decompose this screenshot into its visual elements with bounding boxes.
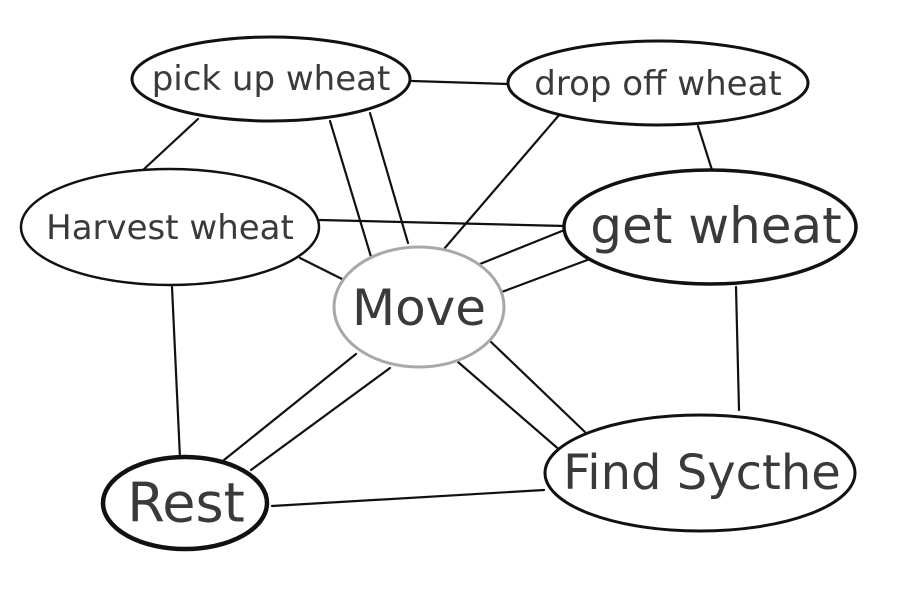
node-harvest-wheat[interactable]: Harvest wheat: [19, 167, 321, 287]
edge-harvest-getwheat: [318, 218, 567, 228]
node-find-sycthe[interactable]: Find Sycthe: [543, 413, 857, 533]
edge-move-findsycthe-a: [456, 360, 564, 454]
node-drop-off-wheat-shape: [506, 39, 810, 127]
edge-pickup-move-a: [328, 119, 374, 262]
edge-dropoff-move: [436, 112, 562, 258]
node-find-sycthe-shape: [543, 413, 857, 533]
node-pick-up-wheat-label: pick up wheat: [152, 59, 391, 99]
node-get-wheat-shape: [562, 168, 858, 286]
edge-getwheat-findsycthe: [734, 285, 741, 412]
edge-getwheat-move-b: [497, 257, 592, 295]
edge-rest-findsycthe: [270, 488, 546, 508]
edge-pickup-move-b: [368, 111, 410, 245]
node-drop-off-wheat[interactable]: drop off wheat: [506, 39, 810, 127]
node-rest-label: Rest: [127, 472, 245, 535]
nodes-layer: pick up wheat drop off wheat Harvest whe…: [19, 35, 858, 552]
node-pick-up-wheat[interactable]: pick up wheat: [130, 35, 412, 123]
node-rest[interactable]: Rest: [100, 454, 270, 552]
node-move-shape: [332, 245, 506, 369]
edge-getwheat-move-a: [478, 229, 564, 266]
node-get-wheat-label: get wheat: [590, 197, 842, 255]
node-rest-shape: [100, 454, 270, 552]
node-pick-up-wheat-shape: [130, 35, 412, 123]
node-move[interactable]: Move: [332, 245, 506, 369]
node-find-sycthe-label: Find Sycthe: [563, 445, 841, 501]
node-drop-off-wheat-label: drop off wheat: [534, 64, 781, 104]
edge-move-rest-b: [249, 366, 392, 472]
node-harvest-wheat-shape: [19, 167, 321, 287]
edge-move-findsycthe-b: [488, 339, 587, 434]
edge-dropoff-getwheat: [696, 124, 714, 172]
node-harvest-wheat-label: Harvest wheat: [46, 208, 294, 248]
edge-pickup-dropoff: [410, 79, 510, 86]
node-get-wheat[interactable]: get wheat: [562, 168, 858, 286]
edge-move-rest-a: [222, 352, 358, 462]
edges-layer: [141, 79, 741, 508]
node-move-label: Move: [352, 279, 486, 337]
edge-harvest-rest: [170, 285, 182, 460]
edge-pickup-harvest: [141, 117, 200, 172]
edge-harvest-move: [298, 256, 344, 281]
